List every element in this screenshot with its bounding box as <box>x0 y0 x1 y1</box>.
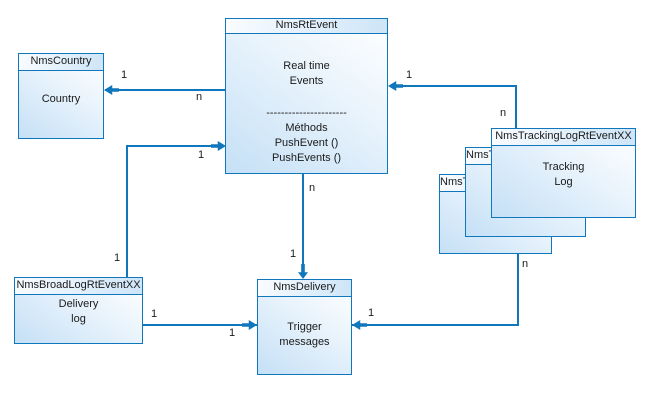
arrowhead-down-icon <box>298 264 308 279</box>
arrowhead-left-icon <box>352 320 367 330</box>
node-title: NmsDelivery <box>258 280 351 297</box>
multiplicity-label: 1 <box>198 149 205 161</box>
class-node-nmstrackinglogrteventxx[interactable]: NmsTrackingLogRtEventXX Tracking Log <box>491 128 636 218</box>
multiplicity-label: n <box>196 91 203 103</box>
node-text: Log <box>554 176 573 188</box>
multiplicity-label: n <box>309 182 316 194</box>
node-text: PushEvent () <box>274 137 339 149</box>
node-text: Events <box>289 75 324 87</box>
node-text: log <box>71 313 86 325</box>
node-body: Tracking Log <box>492 146 635 190</box>
node-title: NmsBroadLogRtEventXX <box>15 278 142 295</box>
association-line <box>400 85 517 87</box>
class-node-nmsdelivery[interactable]: NmsDelivery Trigger messages <box>257 279 352 375</box>
node-text: PushEvents () <box>271 152 342 164</box>
node-text: messages <box>279 336 330 348</box>
node-text: Méthods <box>285 122 328 134</box>
class-node-nmsbroadlogrteventxx[interactable]: NmsBroadLogRtEventXX Delivery log <box>14 277 143 344</box>
multiplicity-label: 1 <box>151 308 158 320</box>
arrowhead-right-icon <box>211 141 226 151</box>
multiplicity-label: n <box>522 258 529 270</box>
multiplicity-label: n <box>500 107 507 119</box>
node-title: NmsTrackingLogRtEventXX <box>492 129 635 146</box>
multiplicity-label: 1 <box>114 252 121 264</box>
multiplicity-label: 1 <box>121 69 128 81</box>
association-line <box>105 89 225 91</box>
separator-dashes: ---------------------- <box>266 107 347 119</box>
node-body: Real time Events ---------------------- … <box>226 34 387 166</box>
node-body: Country <box>19 71 103 136</box>
multiplicity-label: 1 <box>290 248 297 260</box>
association-line <box>126 146 128 277</box>
node-body: Delivery log <box>15 295 142 327</box>
arrowhead-left-icon <box>104 85 119 95</box>
node-text: Country <box>41 93 81 105</box>
arrowhead-left-icon <box>388 81 403 91</box>
node-text: Real time <box>283 60 330 72</box>
node-text: Tracking <box>542 161 585 173</box>
node-text: Trigger <box>287 321 322 333</box>
node-title: NmsCountry <box>19 54 103 71</box>
association-line <box>352 324 519 326</box>
multiplicity-label: 1 <box>406 69 413 81</box>
association-line <box>515 85 517 128</box>
multiplicity-label: 1 <box>368 307 375 319</box>
node-body: Trigger messages <box>258 297 351 350</box>
class-node-nmscountry[interactable]: NmsCountry Country <box>18 53 104 139</box>
association-line <box>517 253 519 326</box>
node-text: Delivery <box>58 298 99 310</box>
node-title: NmsRtEvent <box>226 19 387 34</box>
association-line <box>302 174 304 266</box>
association-line <box>126 145 212 147</box>
multiplicity-label: 1 <box>229 327 236 339</box>
association-line <box>143 324 257 326</box>
class-node-nmsrtevent[interactable]: NmsRtEvent Real time Events ------------… <box>225 18 388 174</box>
arrowhead-right-icon <box>242 320 257 330</box>
